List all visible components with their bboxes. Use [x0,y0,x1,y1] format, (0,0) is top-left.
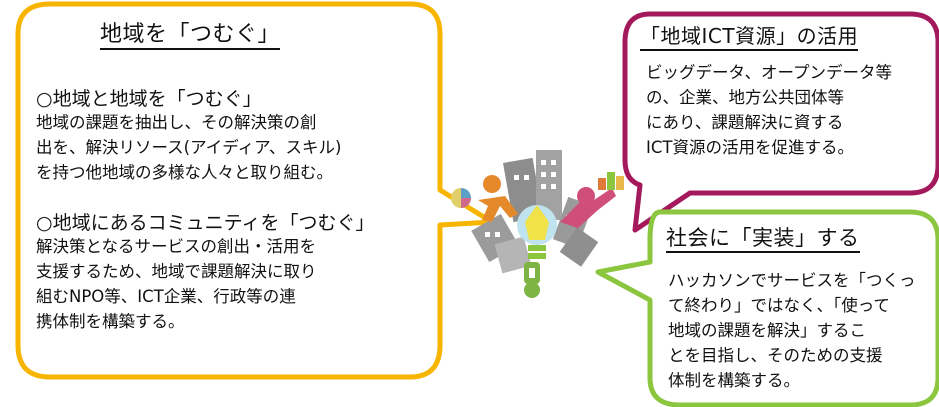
left-section1-line: を持つ他地域の多様な人々と取り組む。 [36,163,333,182]
left-section2-line: 携体制を構築する。 [36,312,185,331]
left-bubble-shape [15,1,495,380]
left-section2-line: 支援するため、地域で課題解決に取り [36,262,317,281]
top-right-bubble-shape [622,11,939,233]
bottom-right-line: て終わり」ではなく、「使って [668,296,890,315]
bottom-right-bubble-shape [595,209,939,407]
left-section1-body: 地域の課題を抽出し、その解決策の創 出を、解決リソース(アイディア、スキル) を… [36,110,341,185]
left-section2-line: 解決策となるサービスの創出・活用を [36,237,317,256]
bottom-right-line: ハッカソンでサービスを「つくっ [668,271,916,290]
bottom-right-line: 体制を構築する。 [668,371,800,390]
bottom-right-bubble-body: ハッカソンでサービスを「つくっ て終わり」ではなく、「使って 地域の課題を解決」… [668,268,916,393]
top-right-line: ICT資源の活用を促進する。 [646,138,854,157]
left-section1-line: 出を、解決リソース(アイディア、スキル) [36,138,342,157]
top-right-bubble-body: ビッグデータ、オープンデータ等 の、企業、地方公共団体等 にあり、課題解決に資す… [646,60,892,160]
left-section1-line: 地域の課題を抽出し、その解決策の創 [36,113,317,132]
left-section1-heading: ○地域と地域を「つむぐ」 [36,88,262,110]
left-bubble-title: 地域を「つむぐ」 [100,16,281,50]
left-section2-line: 組むNPO等、ICT企業、行政等の連 [36,287,296,306]
bottom-right-line: 地域の課題を解決」するこ [668,321,866,340]
top-right-bubble-title: 「地域ICT資源」の活用 [640,20,859,51]
bottom-right-bubble-title: 社会に「実装」する [666,222,860,253]
left-section2-body: 解決策となるサービスの創出・活用を 支援するため、地域で課題解決に取り 組むNP… [36,234,317,334]
bottom-right-line: とを目指し、そのための支援 [668,346,883,365]
top-right-line: にあり、課題解決に資する [646,113,844,132]
left-section2-heading: ○地域にあるコミュニティを「つむぐ」 [36,212,375,234]
top-right-line: ビッグデータ、オープンデータ等 [646,63,893,82]
top-right-line: の、企業、地方公共団体等 [646,88,844,107]
city-lightbulb-people-icon [451,150,624,298]
